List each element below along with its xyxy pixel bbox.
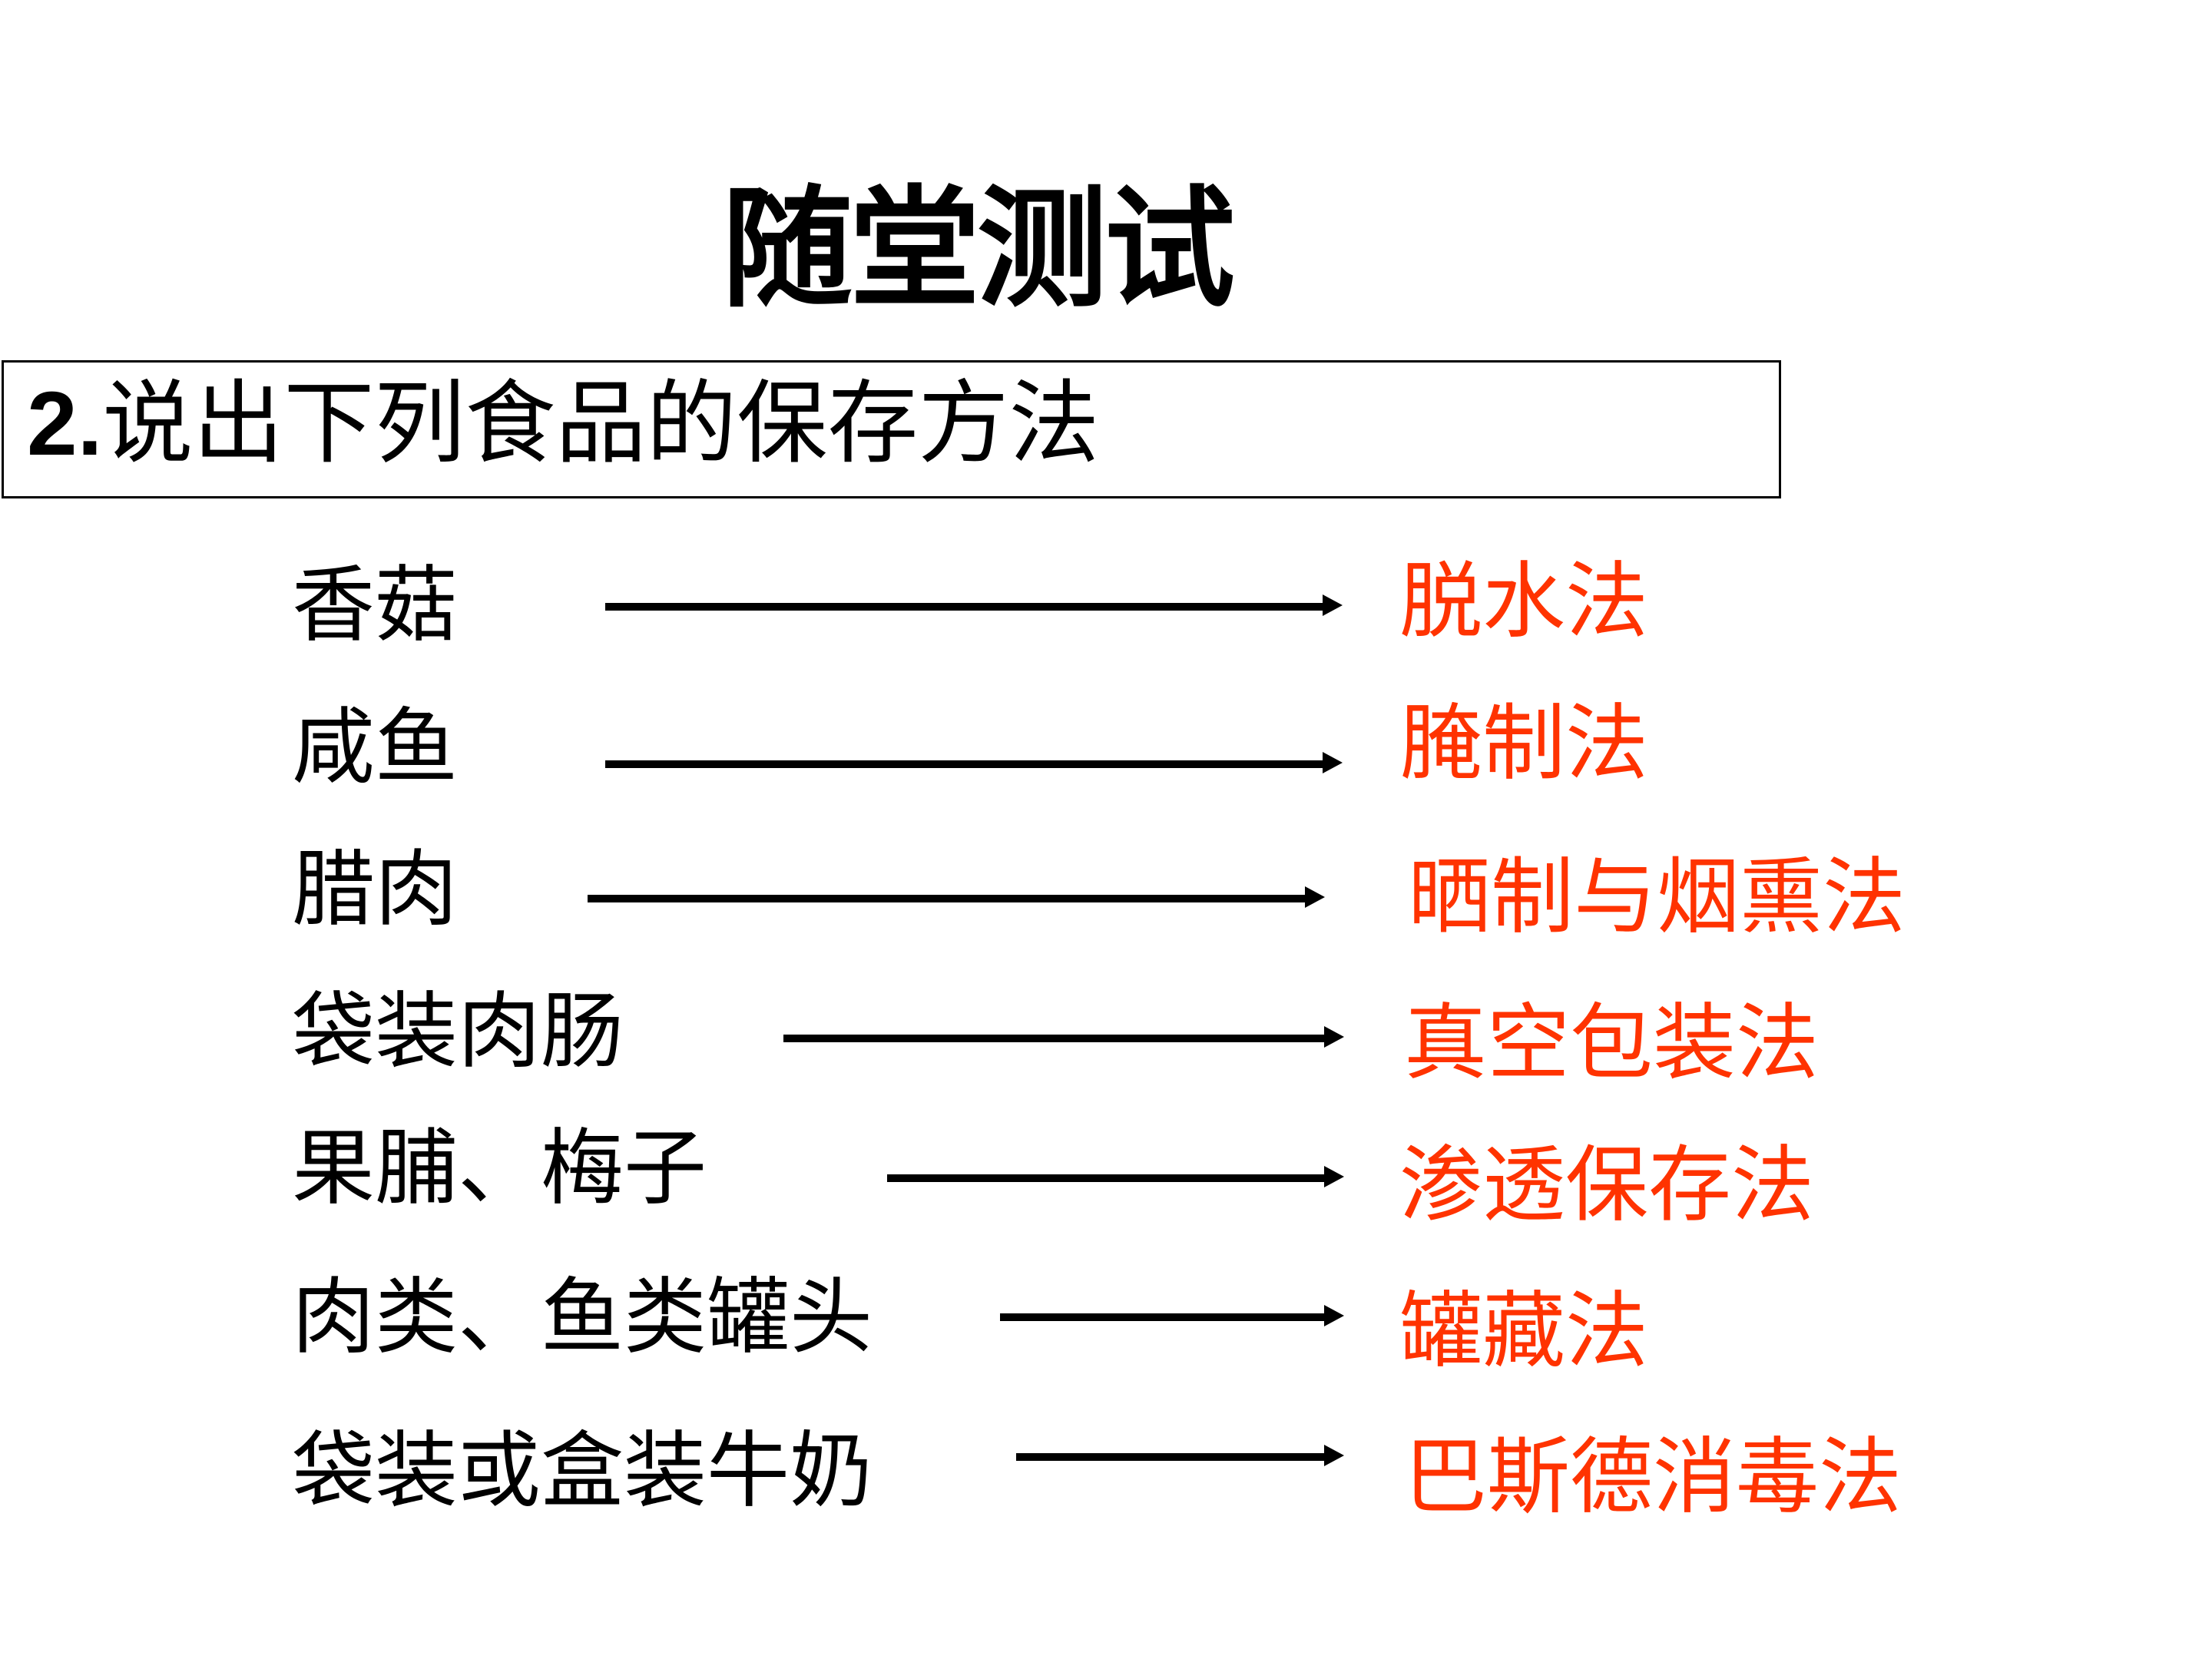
food-item: 腊肉 — [292, 842, 459, 938]
question-number: 2. — [27, 373, 103, 475]
food-item: 香菇 — [292, 558, 459, 654]
food-item: 袋装或盒装牛奶 — [292, 1423, 873, 1519]
slide-title: 随堂测试 — [722, 174, 1235, 326]
method-answer: 罐藏法 — [1399, 1283, 1649, 1379]
right-arrow-icon — [887, 1166, 1344, 1187]
method-answer: 脱水法 — [1399, 554, 1649, 650]
food-item: 果脯、梅子 — [292, 1121, 707, 1217]
right-arrow-icon — [1000, 1305, 1344, 1326]
right-arrow-icon — [783, 1026, 1344, 1048]
method-answer: 晒制与烟熏法 — [1408, 849, 1906, 945]
method-answer: 真空包装法 — [1404, 995, 1820, 1091]
question-prompt: 说出下列食品的保存方法 — [102, 370, 1100, 476]
question-text: 2.说出下列食品的保存方法 — [27, 378, 1099, 469]
question-box: 2.说出下列食品的保存方法 — [2, 360, 1781, 498]
right-arrow-icon — [1016, 1445, 1344, 1466]
food-item: 肉类、鱼类罐头 — [292, 1270, 873, 1366]
right-arrow-icon — [605, 594, 1343, 616]
method-answer: 巴斯德消毒法 — [1404, 1429, 1902, 1525]
right-arrow-icon — [588, 886, 1325, 908]
food-item: 袋装肉肠 — [292, 984, 624, 1080]
food-item: 咸鱼 — [292, 700, 459, 796]
method-answer: 渗透保存法 — [1399, 1137, 1815, 1233]
method-answer: 腌制法 — [1399, 696, 1649, 792]
right-arrow-icon — [605, 752, 1343, 773]
